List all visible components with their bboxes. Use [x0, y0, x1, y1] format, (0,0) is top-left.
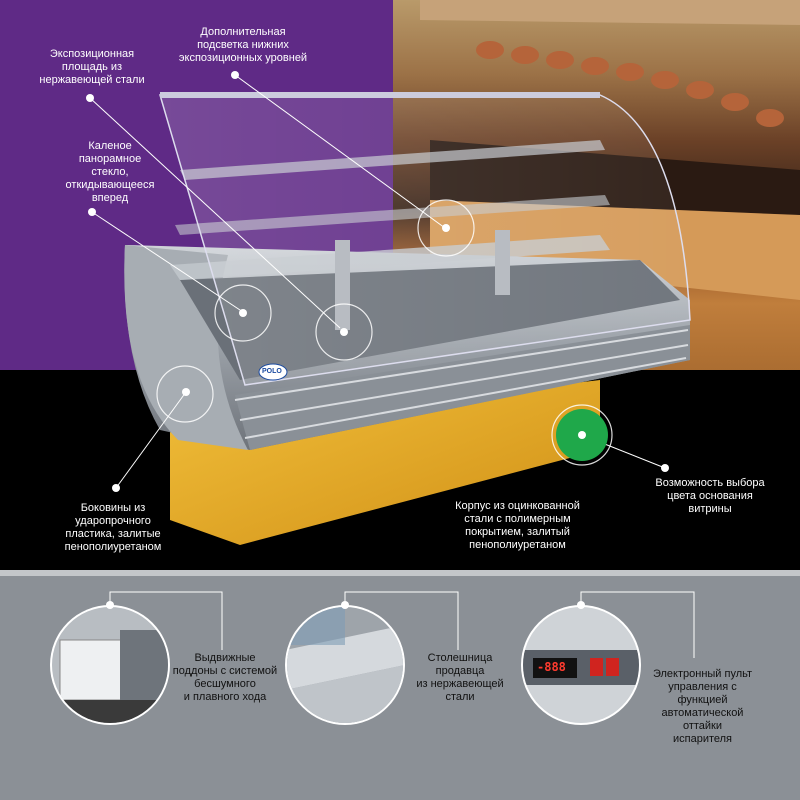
feature-trays-label: Выдвижные поддоны с системой бесшумного … — [172, 652, 278, 703]
feature-circle-controller — [521, 605, 641, 725]
feature-countertop-label: Столешница продавца из нержавеющей стали — [416, 652, 504, 703]
callout-display-area: Экспозиционная площадь из нержавеющей ст… — [39, 48, 145, 86]
callout-lighting: Дополнительная подсветка нижних экспозиц… — [178, 26, 308, 64]
feature-controller-label: Электронный пульт управления с функцией … — [652, 668, 753, 745]
display-case — [124, 92, 691, 545]
callout-sides: Боковины из ударопрочного пластика, зали… — [64, 502, 162, 553]
callout-body: Корпус из оцинкованной стали с полимерны… — [455, 500, 580, 551]
feature-circle-countertop — [285, 605, 405, 725]
controller-display: -888 — [537, 660, 566, 674]
callout-glass: Каленое панорамное стекло, откидывающеес… — [65, 140, 155, 204]
brand-logo: POLO — [262, 368, 282, 375]
callout-color-choice: Возможность выбора цвета основания витри… — [655, 477, 765, 515]
feature-circle-trays — [50, 605, 170, 725]
